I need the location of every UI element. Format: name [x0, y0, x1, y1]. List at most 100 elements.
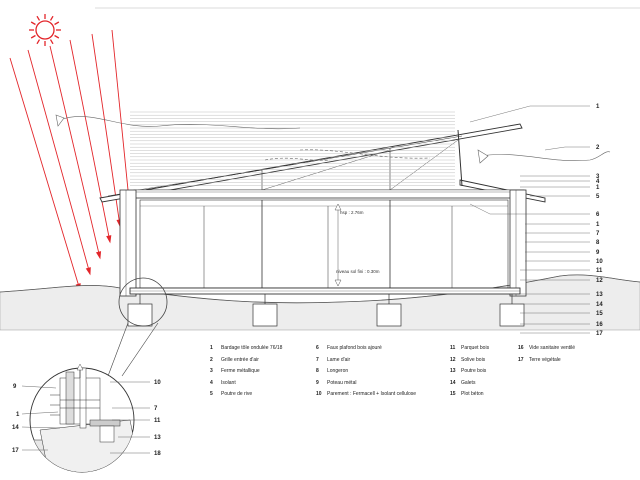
callout-number: 15 — [596, 311, 603, 317]
legend-number: 6 — [316, 345, 319, 351]
callout-number: 16 — [596, 322, 603, 328]
legend-number: 8 — [316, 368, 319, 375]
legend-item-3: 3 Ferme métallique — [210, 368, 316, 374]
legend-item-11: 11 Parquet bois — [450, 345, 518, 351]
sun-ray — [49, 39, 54, 45]
legend-label: Poutre bois — [461, 368, 487, 375]
legend-label: Bardage tôle ondulée 76/18 — [221, 345, 283, 351]
sun-ray — [36, 39, 41, 45]
callout-number: 1 — [596, 185, 600, 191]
callout-number: 13 — [596, 292, 603, 298]
building-section — [119, 189, 527, 297]
legend-label: Poteau métal — [327, 379, 357, 386]
sun-ray — [36, 15, 41, 21]
legend-item-10: 10 Parement : Fermacell + Isolant cellulo… — [316, 391, 450, 397]
solar-ray-arrowhead — [85, 267, 91, 276]
legend-label: Terre végétale — [529, 356, 561, 363]
legend-empty-cell — [518, 391, 610, 397]
legend-label: Faux plafond bois ajouré — [327, 345, 382, 351]
legend-number: 1 — [210, 345, 213, 351]
air-flow-arrows — [55, 114, 611, 164]
legend-item-2: 2 Grille entrée d'air — [210, 357, 316, 363]
detail-callout-14: 14 — [12, 425, 19, 431]
legend-empty-cell — [518, 368, 610, 374]
legend-item-1: 1 Bardage tôle ondulée 76/18 — [210, 345, 316, 351]
solar-ray-arrow — [27, 49, 91, 275]
callout-number: 10 — [596, 259, 603, 265]
legend-label: Longeron — [327, 368, 349, 375]
detail-callout-7: 7 — [154, 406, 158, 412]
detail-marker — [118, 277, 168, 327]
detail-callout-13: 13 — [154, 435, 161, 441]
sun-ray — [49, 15, 54, 21]
legend-number: 11 — [450, 345, 456, 351]
callout-number: 1 — [596, 104, 600, 110]
legend-label: Isolant — [221, 379, 236, 386]
legend-number: 16 — [518, 345, 524, 351]
legend-item-4: 4 Isolant — [210, 380, 316, 386]
legend-item-13: 13 Poutre bois — [450, 368, 518, 374]
solar-ray-arrowhead — [106, 235, 112, 244]
legend-number: 17 — [518, 356, 524, 363]
sun-ray — [54, 21, 60, 26]
legend-empty-cell — [518, 380, 610, 386]
legend-label: Ferme métallique — [221, 368, 260, 375]
legend-item-17: 17 Terre végétale — [518, 357, 610, 363]
solar-ray-arrow — [9, 57, 81, 291]
detail-callout-1: 1 — [16, 412, 20, 418]
solar-ray-arrow — [111, 29, 131, 211]
legend-label: Lame d'air — [327, 356, 351, 363]
legend-number: 3 — [210, 368, 213, 375]
legend-label: Parement : Fermacell + Isolant cellulose — [327, 391, 417, 398]
sun-ray — [30, 34, 36, 39]
callout-number: 4 — [596, 179, 600, 185]
callout-number: 8 — [596, 240, 600, 246]
legend-item-16: 16 Vide sanitaire ventilé — [518, 345, 610, 351]
legend-number: 15 — [450, 391, 456, 398]
legend: 1 Bardage tôle ondulée 76/18 6 Faux plafond… — [210, 345, 610, 397]
legend-item-7: 7 Lame d'air — [316, 357, 450, 363]
callout-number: 7 — [596, 231, 600, 237]
legend-label: Parquet bois — [461, 345, 490, 351]
legend-number: 10 — [316, 391, 322, 398]
legend-number: 2 — [210, 356, 213, 363]
callout-number: 12 — [596, 278, 603, 284]
solar-ray-arrow — [91, 33, 121, 227]
legend-label: Galets — [461, 379, 476, 386]
detail-callout-10: 10 — [154, 380, 161, 386]
legend-number: 4 — [210, 379, 213, 386]
floor-level-label: niveau sol fini : 0.30m — [336, 269, 380, 274]
legend-label: Vide sanitaire ventilé — [529, 345, 576, 351]
legend-item-12: 12 Solive bois — [450, 357, 518, 363]
concrete-piers — [127, 294, 525, 327]
solar-ray-arrowhead — [95, 251, 102, 260]
legend-item-5: 5 Poutre de rive — [210, 391, 316, 397]
legend-label: Grille entrée d'air — [221, 356, 259, 363]
legend-number: 5 — [210, 391, 213, 398]
detail-callout-9: 9 — [13, 384, 17, 390]
sun-ray — [30, 21, 36, 26]
detail-callouts — [21, 381, 150, 454]
legend-label: Poutre de rive — [221, 391, 253, 398]
callout-number: 14 — [596, 302, 603, 308]
solar-ray-arrow — [69, 39, 111, 243]
legend-number: 14 — [450, 379, 456, 386]
legend-number: 12 — [450, 356, 456, 363]
detail-callout-18: 18 — [154, 451, 161, 457]
legend-number: 7 — [316, 356, 319, 363]
callout-leader — [469, 105, 590, 123]
legend-item-15: 15 Plot béton — [450, 391, 518, 397]
legend-item-6: 6 Faux plafond bois ajouré — [316, 345, 450, 351]
legend-label: Plot béton — [461, 391, 484, 398]
callout-number: 2 — [596, 145, 600, 151]
detail-enlargement — [29, 363, 135, 473]
sun-ray — [54, 34, 60, 39]
legend-number: 13 — [450, 368, 456, 375]
callout-leader — [544, 146, 590, 151]
detail-callout-17: 17 — [12, 448, 19, 454]
callout-number: 1 — [596, 222, 600, 228]
legend-label: Solive bois — [461, 356, 486, 363]
